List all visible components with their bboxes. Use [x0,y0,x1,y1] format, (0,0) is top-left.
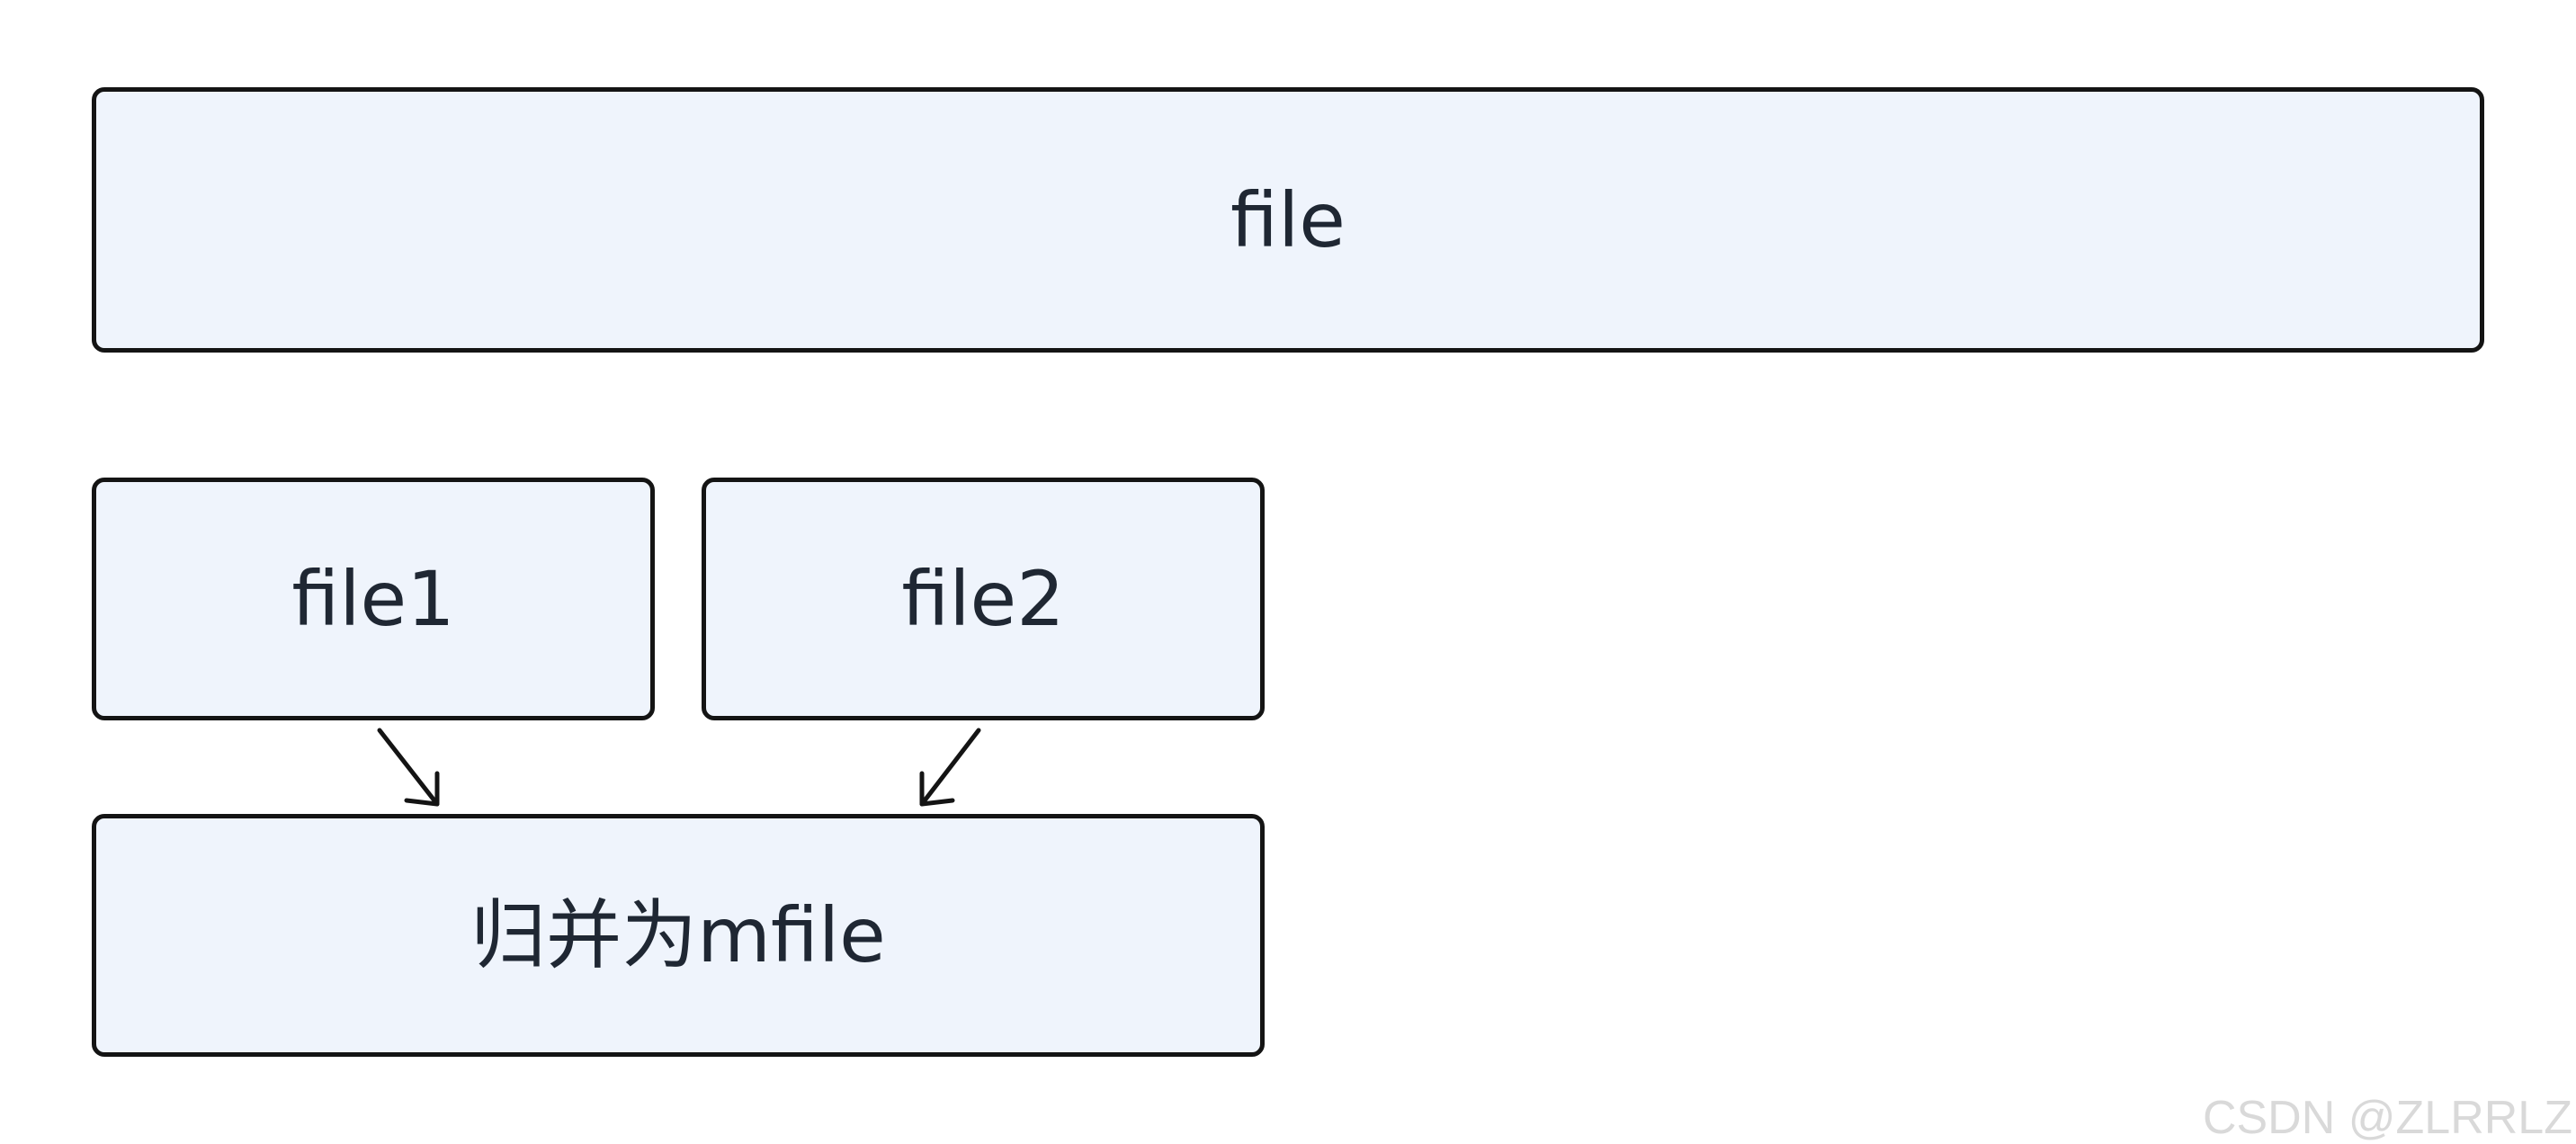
arrowhead-icon [919,771,955,807]
node-merged: 归并为mfile [92,814,1265,1057]
node-file2: file2 [702,478,1265,720]
node-file: file [92,87,2484,353]
edge-file2-to-merged [919,728,981,807]
edge-file1-to-merged [377,728,440,807]
arrowhead-icon [404,771,440,807]
node-file-label: file [1230,175,1346,264]
node-file2-label: file2 [901,555,1065,643]
watermark: CSDN @ZLRRLZ [2202,1091,2572,1144]
node-file1: file1 [92,478,655,720]
node-merged-label: 归并为mfile [470,891,886,979]
node-file1-label: file1 [291,555,455,643]
